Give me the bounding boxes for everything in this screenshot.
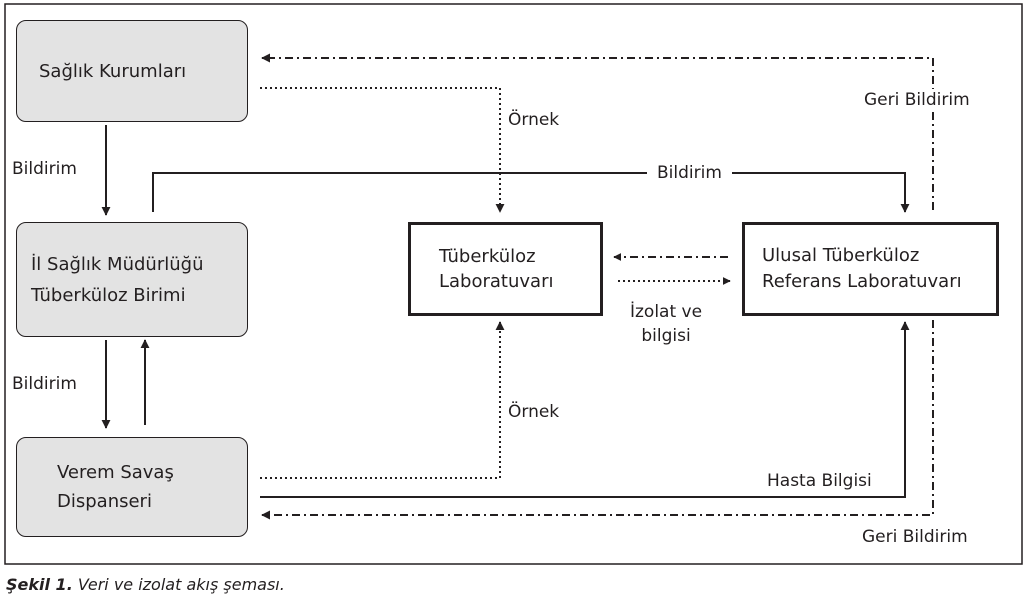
node-ulusal-referans-lab: Ulusal Tüberküloz Referans Laboratuvarı [742,222,999,316]
node-saglik-kurumlari-label: Sağlık Kurumları [39,60,187,82]
node-il-saglik: İl Sağlık Müdürlüğü Tüberküloz Birimi [16,222,248,337]
label-ornek-top: Örnek [508,110,560,130]
node-ulusal-line1: Ulusal Tüberküloz [762,245,920,266]
arrow-geri-bildirim-top [261,53,934,210]
figure-frame [4,3,1023,565]
label-geri-bildirim-bottom: Geri Bildirim [862,527,968,547]
label-hasta-bilgisi: Hasta Bilgisi [767,471,872,491]
arrow-ornek-top [260,87,505,213]
label-izolat-line1: İzolat ve [630,302,703,322]
node-il-saglik-line2: Tüberküloz Birimi [31,284,186,306]
caption-label: Şekil 1. [6,575,73,594]
node-verem-savas: Verem Savaş Dispanseri [16,437,248,537]
node-verem-savas-line1: Verem Savaş [57,462,174,483]
node-tuberkuloz-lab: Tüberküloz Laboratuvarı [408,222,603,316]
label-bildirim-left-bottom: Bildirim [12,374,77,394]
arrow-ornek-bottom [260,321,505,479]
arrow-geri-bildirim-bottom [261,320,934,520]
arrow-hasta-bilgisi [260,321,910,498]
node-verem-savas-line2: Dispanseri [57,491,152,512]
label-bildirim-left-top: Bildirim [12,159,77,179]
node-saglik-kurumlari: Sağlık Kurumları [16,20,248,122]
caption-text: Veri ve izolat akış şeması. [72,575,285,594]
label-izolat-line2: bilgisi [641,326,691,346]
node-tuberkuloz-lab-line1: Tüberküloz [439,246,536,267]
node-ulusal-line2: Referans Laboratuvarı [762,271,962,292]
label-geri-bildirim-top: Geri Bildirim [860,89,974,111]
node-tuberkuloz-lab-line2: Laboratuvarı [439,271,554,292]
arrow-il-to-ulusal [152,172,910,213]
figure-caption: Şekil 1. Veri ve izolat akış şeması. [6,575,285,594]
node-il-saglik-line1: İl Sağlık Müdürlüğü [31,253,204,275]
label-ornek-bottom: Örnek [508,402,560,422]
label-izolat: İzolat ve bilgisi [630,300,702,348]
label-bildirim-top: Bildirim [647,162,732,184]
